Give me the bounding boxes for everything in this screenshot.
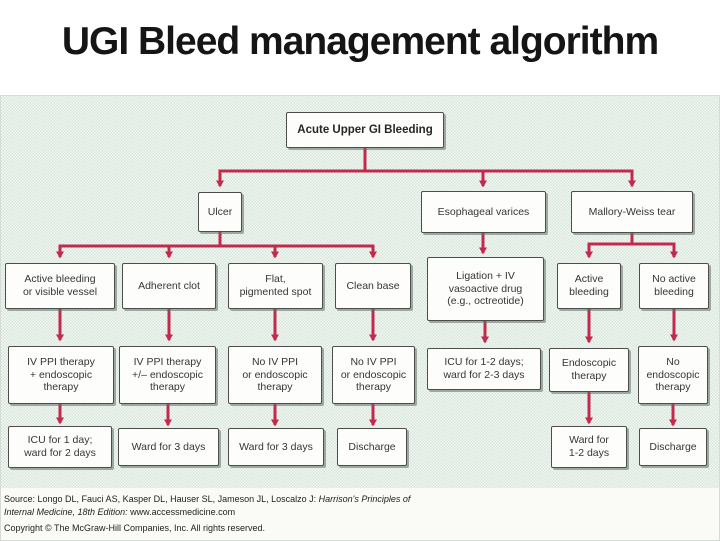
- node-icu-1-day-ward-2-days: ICU for 1 day; ward for 2 days: [8, 426, 112, 468]
- node-mallory-weiss-tear: Mallory-Weiss tear: [571, 191, 693, 233]
- source-line: Source: Longo DL, Fauci AS, Kasper DL, H…: [4, 493, 434, 518]
- algorithm-figure: Acute Upper GI Bleeding Ulcer Esophageal…: [0, 95, 720, 541]
- node-active-bleeding: Active bleeding: [557, 263, 621, 309]
- copyright-line: Copyright © The McGraw-Hill Companies, I…: [4, 523, 266, 534]
- node-endoscopic-therapy: Endoscopic therapy: [549, 348, 629, 392]
- flowchart-arrows: [56, 148, 678, 427]
- node-flat-pigmented-spot: Flat, pigmented spot: [228, 263, 323, 309]
- node-no-iv-ppi-or-endoscopic-therapy-1: No IV PPI or endoscopic therapy: [228, 346, 322, 404]
- node-ulcer: Ulcer: [198, 192, 242, 232]
- node-discharge-1: Discharge: [337, 428, 407, 466]
- source-prefix: Source: Longo DL, Fauci AS, Kasper DL, H…: [4, 494, 319, 504]
- node-icu-1-2-days-ward-2-3-days: ICU for 1-2 days; ward for 2-3 days: [427, 348, 541, 390]
- flowchart-canvas: Acute Upper GI Bleeding Ulcer Esophageal…: [1, 96, 719, 488]
- node-acute-upper-gi-bleeding: Acute Upper GI Bleeding: [286, 112, 444, 148]
- node-no-iv-ppi-or-endoscopic-therapy-2: No IV PPI or endoscopic therapy: [332, 346, 415, 404]
- node-iv-ppi-plusminus-endoscopic-therapy: IV PPI therapy +/– endoscopic therapy: [119, 346, 216, 404]
- node-ward-1-2-days: Ward for 1-2 days: [551, 426, 627, 468]
- node-esophageal-varices: Esophageal varices: [421, 191, 546, 233]
- node-active-bleeding-or-visible-vessel: Active bleeding or visible vessel: [5, 263, 115, 309]
- node-discharge-2: Discharge: [639, 428, 707, 466]
- node-iv-ppi-plus-endoscopic-therapy: IV PPI therapy + endoscopic therapy: [8, 346, 114, 404]
- source-book-title: Harrison's Principles of Internal Medici…: [4, 494, 411, 517]
- figure-credits: Source: Longo DL, Fauci AS, Kasper DL, H…: [1, 488, 719, 540]
- node-adherent-clot: Adherent clot: [122, 263, 216, 309]
- node-no-active-bleeding: No active bleeding: [639, 263, 709, 309]
- node-ward-3-days-1: Ward for 3 days: [118, 428, 219, 466]
- node-no-endoscopic-therapy: No endoscopic therapy: [638, 346, 708, 404]
- node-ward-3-days-2: Ward for 3 days: [228, 428, 324, 466]
- source-url: www.accessmedicine.com: [127, 506, 236, 517]
- node-ligation-iv-vasoactive-drug: Ligation + IV vasoactive drug (e.g., oct…: [427, 257, 544, 321]
- node-clean-base: Clean base: [335, 263, 411, 309]
- page-title: UGI Bleed management algorithm: [61, 20, 659, 63]
